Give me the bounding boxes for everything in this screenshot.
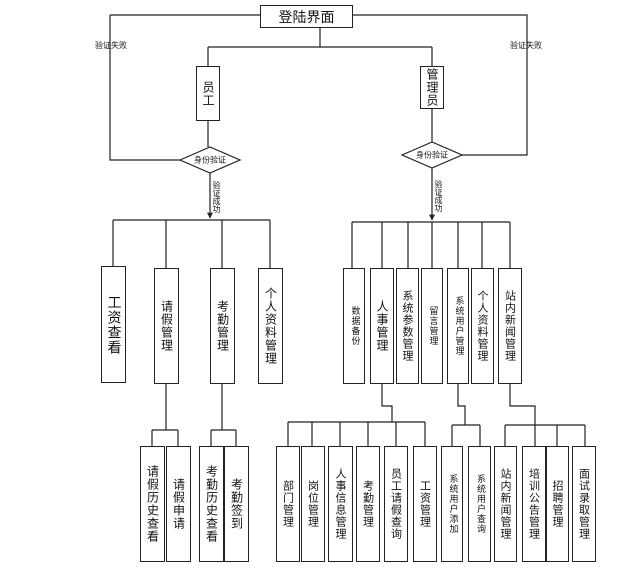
emp-success-label: 验证成功 bbox=[212, 181, 221, 213]
admin-module-label: 系统参数管理 bbox=[401, 290, 414, 362]
admin-module: 站内新闻管理 bbox=[498, 268, 522, 384]
sub-module-label: 面试录取管理 bbox=[577, 468, 591, 540]
admin-fail-line bbox=[353, 14, 528, 156]
admin-module-label: 站内新闻管理 bbox=[503, 290, 517, 362]
employee-label: 员工 bbox=[201, 80, 215, 107]
leave-sub-module: 请假申请 bbox=[166, 446, 191, 562]
attendance-sub-module: 考勤历史查看 bbox=[199, 446, 224, 562]
leave-sub-line bbox=[151, 384, 179, 446]
sub-module-label: 员工请假查询 bbox=[389, 468, 403, 540]
personnel-sub-module: 考勤管理 bbox=[356, 446, 380, 562]
sub-module-label: 人事信息管理 bbox=[334, 468, 347, 540]
emp-fail-label: 验证失败 bbox=[95, 41, 127, 50]
employee-bus bbox=[112, 219, 271, 268]
sysuser-sub-line bbox=[451, 384, 481, 446]
personnel-sub-module: 部门管理 bbox=[276, 446, 300, 562]
emp-fail-line bbox=[109, 14, 260, 161]
leave-sub-module: 请假历史查看 bbox=[140, 446, 165, 562]
employee-module-label: 个人资料管理 bbox=[263, 287, 278, 365]
sub-module-label: 岗位管理 bbox=[306, 480, 320, 528]
admin-node: 管理员 bbox=[420, 66, 444, 109]
admin-module: 数据备份 bbox=[343, 268, 365, 384]
sub-module-label: 考勤签到 bbox=[229, 478, 244, 530]
sub-module-label: 站内新闻管理 bbox=[499, 468, 512, 540]
sub-module-label: 请假历史查看 bbox=[145, 465, 160, 543]
sub-module-label: 系统用户查询 bbox=[475, 474, 485, 534]
sub-module-label: 请假申请 bbox=[171, 478, 186, 530]
sub-module-label: 考勤历史查看 bbox=[204, 465, 219, 543]
employee-module-label: 考勤管理 bbox=[215, 300, 230, 352]
employee-module: 个人资料管理 bbox=[258, 268, 283, 384]
personnel-sub-line bbox=[287, 384, 426, 446]
employee-module: 工资查看 bbox=[101, 266, 126, 383]
employee-module: 请假管理 bbox=[154, 268, 179, 384]
admin-label: 管理员 bbox=[425, 68, 439, 107]
employee-module-label: 请假管理 bbox=[159, 300, 174, 352]
attendance-sub-line bbox=[210, 384, 237, 446]
employee-node: 员工 bbox=[196, 66, 220, 121]
admin-module-label: 系统用户管理 bbox=[453, 296, 464, 356]
admin-module: 个人资料管理 bbox=[471, 268, 494, 384]
admin-module: 人事管理 bbox=[370, 268, 394, 384]
sub-module-label: 部门管理 bbox=[281, 480, 295, 528]
personnel-sub-module: 岗位管理 bbox=[301, 446, 325, 562]
news-sub-line bbox=[504, 384, 586, 446]
login-node: 登陆界面 bbox=[260, 5, 353, 28]
admin-module: 系统参数管理 bbox=[396, 268, 419, 384]
admin-module-label: 留言管理 bbox=[427, 306, 438, 346]
admin-module: 系统用户管理 bbox=[447, 268, 469, 384]
admin-module-label: 人事管理 bbox=[375, 300, 389, 352]
admin-fail-label: 验证失败 bbox=[510, 41, 542, 50]
news-sub-module: 面试录取管理 bbox=[572, 446, 596, 562]
admin-success-label: 验证成功 bbox=[434, 180, 443, 212]
sysuser-sub-module: 系统用户添加 bbox=[441, 446, 463, 562]
sysuser-sub-module: 系统用户查询 bbox=[468, 446, 491, 562]
attendance-sub-module: 考勤签到 bbox=[224, 446, 249, 562]
employee-diamond bbox=[178, 146, 242, 174]
employee-auth-label: 身份验证 bbox=[194, 155, 226, 165]
sub-module-label: 培训公告管理 bbox=[527, 468, 541, 540]
admin-module-label: 个人资料管理 bbox=[476, 290, 489, 362]
news-sub-module: 培训公告管理 bbox=[522, 446, 546, 562]
admin-auth-label: 身份验证 bbox=[416, 150, 448, 160]
admin-module: 留言管理 bbox=[421, 268, 443, 384]
admin-bus bbox=[351, 221, 511, 268]
login-label: 登陆界面 bbox=[278, 9, 335, 26]
employee-module-label: 工资查看 bbox=[105, 294, 122, 355]
news-sub-module: 招聘管理 bbox=[546, 446, 569, 562]
employee-module: 考勤管理 bbox=[210, 268, 235, 384]
personnel-sub-module: 工资管理 bbox=[413, 446, 437, 562]
login-to-roles bbox=[207, 27, 433, 66]
admin-module-label: 数据备份 bbox=[349, 306, 360, 346]
sub-module-label: 工资管理 bbox=[418, 480, 432, 528]
sub-module-label: 招聘管理 bbox=[551, 480, 564, 528]
personnel-sub-module: 人事信息管理 bbox=[328, 446, 353, 562]
sub-module-label: 考勤管理 bbox=[361, 480, 375, 528]
personnel-sub-module: 员工请假查询 bbox=[384, 446, 408, 562]
sub-module-label: 系统用户添加 bbox=[447, 474, 458, 534]
admin-diamond bbox=[400, 141, 464, 169]
news-sub-module: 站内新闻管理 bbox=[494, 446, 517, 562]
